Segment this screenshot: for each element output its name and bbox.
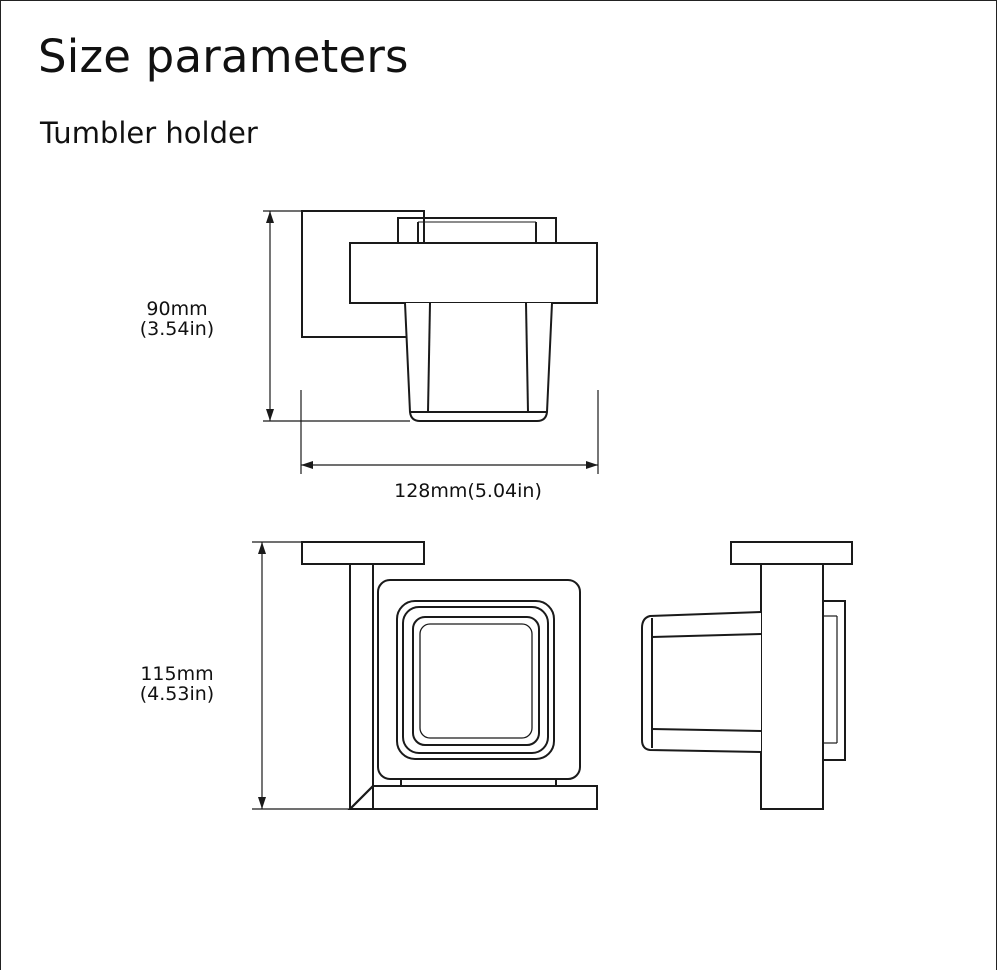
depth-in-label: (4.53in) — [139, 683, 215, 705]
top-view — [252, 541, 598, 810]
width-dimension-line — [300, 390, 599, 474]
height-dimension-label-bottom: 115mm (4.53in) — [134, 664, 220, 704]
page-title: Size parameters — [38, 30, 409, 83]
height-dimension-line-top — [263, 210, 410, 422]
arm-vertical — [349, 563, 374, 810]
cup-inner — [412, 616, 540, 746]
side-mount — [823, 600, 846, 761]
cup-lip — [396, 600, 555, 760]
cup-outer — [377, 579, 581, 780]
side-view — [641, 541, 853, 810]
height-dimension-line-bottom — [252, 541, 350, 810]
height-mm-label: 90mm — [146, 298, 208, 320]
depth-mm-label: 115mm — [140, 663, 214, 685]
side-cup — [641, 611, 762, 753]
cup-lip-inner — [402, 606, 549, 754]
height-in-label: (3.54in) — [139, 318, 215, 340]
cup-base — [419, 623, 533, 739]
side-base — [760, 563, 824, 810]
front-view — [263, 210, 599, 474]
holder-ring — [349, 242, 598, 304]
height-dimension-label-top: 90mm (3.54in) — [134, 299, 220, 339]
side-wall-plate-edge — [730, 541, 853, 565]
cup-body — [404, 302, 553, 422]
product-name: Tumbler holder — [40, 116, 258, 150]
wall-plate-edge — [301, 541, 425, 565]
arm-bottom — [347, 785, 598, 810]
width-dimension-label: 128mm(5.04in) — [394, 480, 542, 502]
